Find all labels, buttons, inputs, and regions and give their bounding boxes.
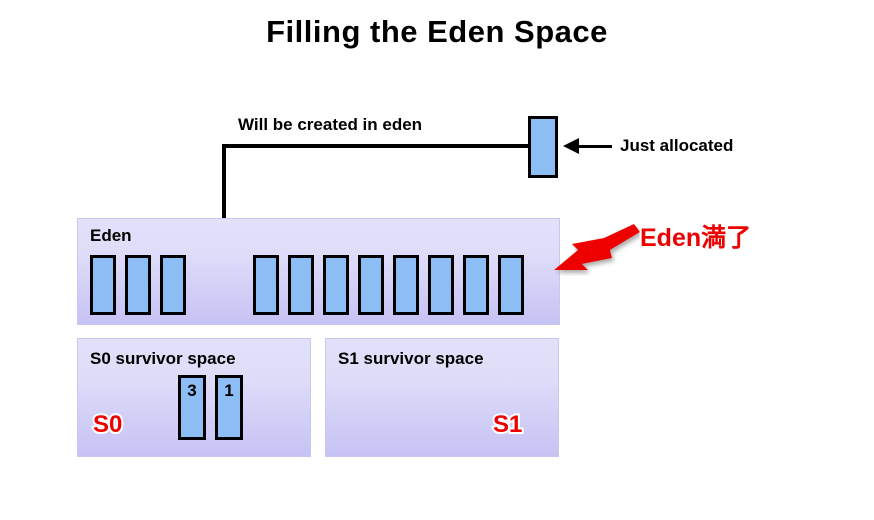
s1-survivor-region: S1 survivor space [325, 338, 559, 457]
s0-object: 1 [215, 375, 243, 440]
eden-object [323, 255, 349, 315]
eden-object [125, 255, 151, 315]
eden-object [393, 255, 419, 315]
s1-survivor-region-label: S1 survivor space [338, 349, 484, 368]
eden-object [160, 255, 186, 315]
s0-object-label: 1 [224, 381, 234, 400]
just-allocated-object [528, 116, 558, 178]
just-allocated-arrowhead-icon [563, 138, 579, 154]
eden-object [463, 255, 489, 315]
s1-badge: S1 [491, 409, 524, 440]
created-in-eden-connector-horizontal [222, 144, 530, 148]
created-in-eden-connector-vertical [222, 144, 226, 267]
s0-badge: S0 [91, 409, 124, 440]
s0-object-label: 3 [187, 381, 197, 400]
page-title: Filling the Eden Space [266, 14, 608, 49]
just-allocated-arrow-line [578, 145, 612, 148]
s0-object: 3 [178, 375, 206, 440]
eden-full-badge: Eden満了 [638, 222, 753, 254]
eden-object [428, 255, 454, 315]
eden-object [358, 255, 384, 315]
eden-object [498, 255, 524, 315]
just-allocated-label: Just allocated [620, 136, 734, 155]
eden-object [288, 255, 314, 315]
created-in-eden-label: Will be created in eden [238, 115, 423, 134]
eden-region-label: Eden [90, 226, 132, 245]
eden-object [90, 255, 116, 315]
eden-full-red-arrow-icon [554, 224, 640, 270]
s0-survivor-region-label: S0 survivor space [90, 349, 236, 368]
eden-object [253, 255, 279, 315]
